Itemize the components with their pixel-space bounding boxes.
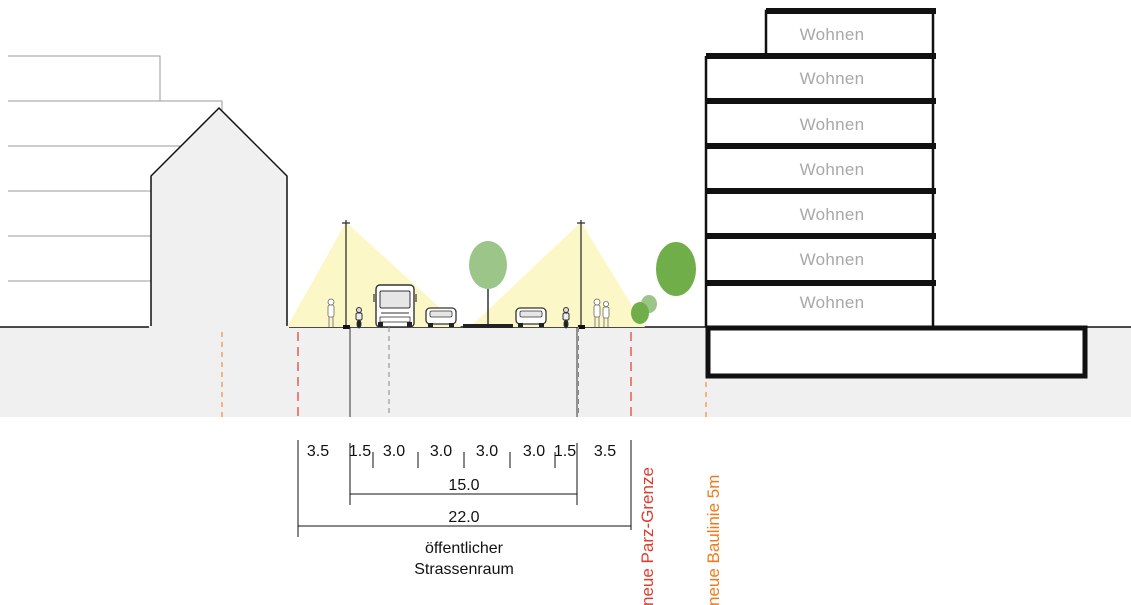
floor-label: Wohnen (800, 205, 865, 224)
dimension-lines (297, 440, 632, 537)
underground-garage (705, 325, 1088, 379)
floor-labels: Wohnen Wohnen Wohnen Wohnen Wohnen Wohne… (800, 25, 865, 312)
segment-label: 3.5 (594, 443, 616, 460)
segment-label: 3.0 (476, 443, 498, 460)
cyclist-right-icon (562, 307, 570, 329)
caption-line-1: öffentlicher (425, 540, 504, 557)
floor-label: Wohnen (800, 160, 865, 179)
floor-label: Wohnen (800, 69, 865, 88)
carriageway-total-label: 15.0 (448, 477, 479, 494)
left-building-background (8, 55, 223, 282)
floor-label: Wohnen (800, 250, 865, 269)
section-reference-lines (349, 327, 579, 417)
segment-label: 3.0 (523, 443, 545, 460)
floor-label: Wohnen (800, 293, 865, 312)
street-lamp-left (342, 220, 350, 327)
floor-label: Wohnen (800, 25, 865, 44)
floor-label: Wohnen (800, 115, 865, 134)
street-lamp-right (577, 220, 585, 327)
curbs (343, 325, 585, 329)
segment-label: 3.5 (307, 443, 329, 460)
pedestrians-right-icon (593, 298, 610, 327)
building-line-label: neue Baulinie 5m (704, 475, 723, 605)
total-width-label: 22.0 (448, 509, 479, 526)
right-building (704, 8, 936, 327)
bus-icon (373, 284, 417, 328)
car-right-icon (515, 307, 547, 327)
left-house (150, 106, 288, 328)
segment-label: 1.5 (554, 443, 576, 460)
cyclist-left-icon (355, 307, 363, 329)
caption-line-2: Strassenraum (414, 561, 514, 578)
median-tree (469, 241, 507, 327)
lamp-light-right (470, 222, 645, 327)
segment-label: 3.0 (430, 443, 452, 460)
segment-label: 1.5 (349, 443, 371, 460)
pedestrian-left-icon (327, 298, 335, 327)
segment-label: 3.0 (383, 443, 405, 460)
trees-right (631, 242, 696, 324)
median-island (463, 324, 513, 328)
parcel-boundary-label: neue Parz-Grenze (638, 467, 657, 605)
car-left-icon (425, 307, 457, 327)
segment-labels: 3.5 1.5 3.0 3.0 3.0 3.0 1.5 3.5 (307, 443, 616, 460)
